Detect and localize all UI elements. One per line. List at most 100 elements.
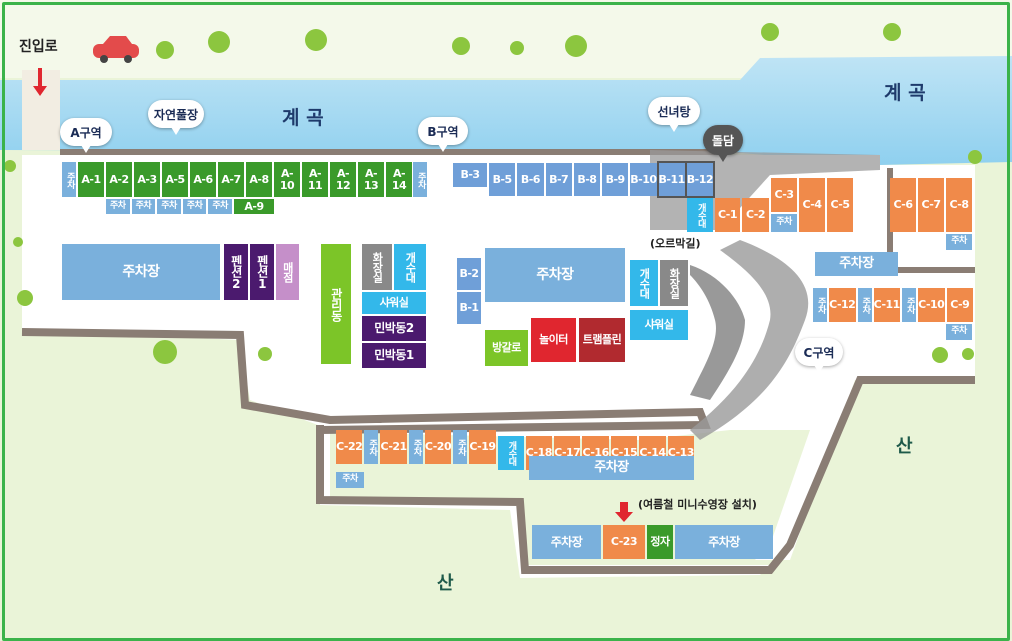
b-sink-station[interactable]: 개수대 [630,260,658,306]
site-b-9[interactable]: B-9 [602,163,629,196]
nature-pool-bubble[interactable]: 자연풀장 [148,100,204,135]
site-a-13[interactable]: A-13 [358,162,384,197]
trampoline[interactable]: 트램플린 [579,318,625,362]
bungalow[interactable]: 방갈로 [485,330,528,366]
site-b-3[interactable]: B-3 [453,163,487,187]
site-c-3[interactable]: C-3 [771,178,797,212]
site-b-11[interactable]: B-11 [656,161,687,198]
site-c-2[interactable]: C-2 [742,198,769,232]
site-a-12[interactable]: A-12 [330,162,356,197]
parking-spot[interactable]: 주차 [902,288,916,322]
parking-spot[interactable]: 주차 [62,162,76,197]
site-b-5[interactable]: B-5 [489,163,516,196]
site-a-7[interactable]: A-7 [218,162,244,197]
site-c-19[interactable]: C-19 [469,430,496,464]
sink-station[interactable]: 개수대 [394,244,426,290]
fairy-bath-bubble[interactable]: 선녀탕 [648,97,700,132]
toilet[interactable]: 화장실 [362,244,392,290]
site-c-1[interactable]: C-1 [715,198,740,232]
site-c-23[interactable]: C-23 [603,525,645,559]
site-b-7[interactable]: B-7 [545,163,572,196]
site-a-14[interactable]: A-14 [386,162,412,197]
shop[interactable]: 매점 [276,244,299,300]
site-c-11[interactable]: C-11 [873,288,900,322]
parking-spot[interactable]: 주차 [336,472,364,488]
down-arrow-icon [615,502,633,522]
stream-water [0,56,1012,165]
site-b-1[interactable]: B-1 [457,292,481,324]
parking-spot[interactable]: 주차 [413,162,427,197]
stone-wall-bubble[interactable]: 돌담 [703,125,743,162]
site-c-6[interactable]: C-6 [890,178,916,232]
site-a-2[interactable]: A-2 [106,162,132,197]
parking-spot[interactable]: 주차 [106,199,130,214]
pavilion[interactable]: 정자 [647,525,673,559]
playground[interactable]: 놀이터 [531,318,576,362]
stone-path [690,240,809,440]
pension-2[interactable]: 펜션2 [224,244,248,300]
minbak-2[interactable]: 민박동2 [362,316,426,341]
site-b-12[interactable]: B-12 [684,161,716,198]
c-parking-lot[interactable]: 주차장 [815,252,898,276]
site-b-2[interactable]: B-2 [457,258,481,290]
parking-spot[interactable]: 주차 [946,324,972,340]
site-a-5[interactable]: A-5 [162,162,188,197]
minbak-1[interactable]: 민박동1 [362,343,426,368]
bottom-parking-left[interactable]: 주차장 [532,525,601,559]
entrance-gate [22,70,60,150]
site-c-5[interactable]: C-5 [827,178,853,232]
road-segment [316,376,975,574]
site-a-1[interactable]: A-1 [78,162,104,197]
site-c-10[interactable]: C-10 [918,288,945,322]
site-b-6[interactable]: B-6 [517,163,544,196]
zone-a-bubble[interactable]: A구역 [60,118,112,153]
b-toilet[interactable]: 화장실 [660,260,688,306]
c-sink-station[interactable]: 개수대 [687,198,713,232]
site-c-12[interactable]: C-12 [829,288,856,322]
site-c-9[interactable]: C-9 [946,288,973,322]
shower-room[interactable]: 샤워실 [362,292,426,314]
c-lower-sink-station[interactable]: 개수대 [497,436,524,470]
site-c-7[interactable]: C-7 [918,178,944,232]
zone-c-bubble[interactable]: C구역 [795,338,843,373]
site-a-11[interactable]: A-11 [302,162,328,197]
site-c-8[interactable]: C-8 [946,178,972,232]
site-b-10[interactable]: B-10 [630,163,657,196]
parking-spot[interactable]: 주차 [453,430,468,464]
site-a-8[interactable]: A-8 [246,162,272,197]
office-building[interactable]: 관리동 [321,244,351,364]
trees [4,23,982,364]
parking-spot[interactable]: 주차 [364,430,379,464]
parking-spot[interactable]: 주차 [813,288,827,322]
site-c-22[interactable]: C-22 [336,430,363,464]
site-c-20[interactable]: C-20 [424,430,452,464]
parking-spot[interactable]: 주차 [208,199,232,214]
mountain-label: 산 [896,436,913,457]
parking-spot[interactable]: 주차 [182,199,207,214]
site-b-8[interactable]: B-8 [573,163,600,196]
b-parking-lot[interactable]: 주차장 [485,248,625,302]
parking-spot[interactable]: 주차 [131,199,156,214]
b-shower-room[interactable]: 샤워실 [630,310,688,340]
pension-1[interactable]: 펜션1 [250,244,274,300]
site-a-9[interactable]: A-9 [234,199,274,214]
parking-spot[interactable]: 주차 [946,234,972,250]
parking-spot[interactable]: 주차 [408,430,423,464]
c-lower-parking-lot[interactable]: 주차장 [529,456,694,480]
site-c-4[interactable]: C-4 [799,178,825,232]
down-arrow-icon [33,68,47,96]
main-parking-lot[interactable]: 주차장 [62,244,220,300]
zone-b-bubble[interactable]: B구역 [418,117,468,152]
parking-spot[interactable]: 주차 [157,199,181,214]
site-a-3[interactable]: A-3 [134,162,160,197]
bottom-parking-right[interactable]: 주차장 [675,525,773,559]
parking-spot[interactable]: 주차 [857,288,872,322]
parking-spot[interactable]: 주차 [771,214,797,232]
site-a-6[interactable]: A-6 [190,162,216,197]
site-a-10[interactable]: A-10 [274,162,300,197]
site-c-21[interactable]: C-21 [380,430,407,464]
